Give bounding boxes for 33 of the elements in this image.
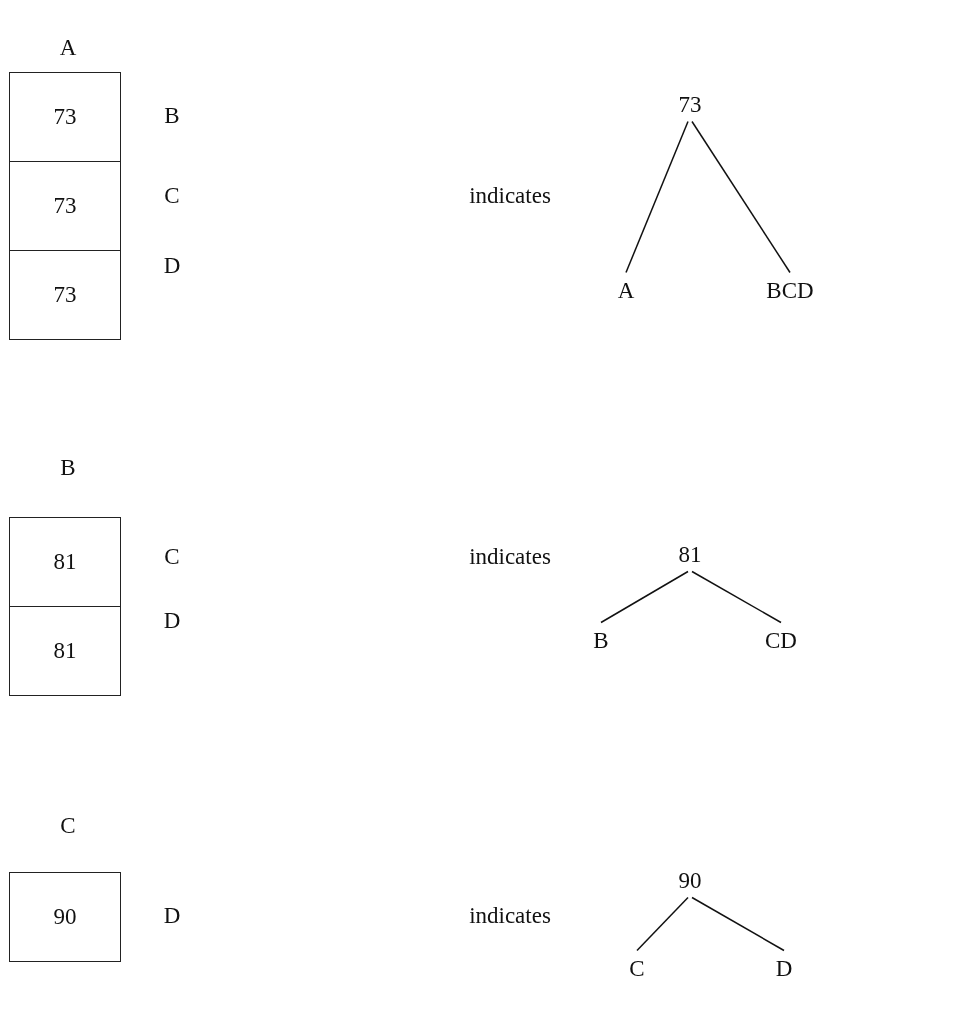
tree-node-text: BCD	[766, 278, 814, 302]
label-text: B	[60, 455, 76, 479]
label-text: D	[163, 608, 181, 632]
tree-branch-line	[691, 896, 785, 952]
tree-node-text: CD	[765, 628, 797, 652]
tree-node-text: C	[629, 956, 645, 980]
tree-node-text: 73	[678, 92, 702, 116]
value-cell: 73	[9, 161, 121, 251]
tree-branch-line	[691, 120, 791, 274]
label-text: D	[163, 903, 181, 927]
label-text: B	[164, 103, 180, 127]
label-text: indicates	[469, 183, 551, 207]
label-text: A	[59, 35, 77, 59]
label-text: C	[60, 813, 76, 837]
tree-node-text: 90	[678, 868, 702, 892]
label-text: indicates	[469, 903, 551, 927]
value-cell: 73	[9, 250, 121, 340]
value-cell: 90	[9, 872, 121, 962]
value-cell: 73	[9, 72, 121, 162]
label-text: indicates	[469, 544, 551, 568]
label-text: C	[164, 183, 180, 207]
tree-node-text: D	[775, 956, 793, 980]
label-text: D	[163, 253, 181, 277]
tree-node-text: A	[617, 278, 635, 302]
value-cell: 81	[9, 606, 121, 696]
tree-branch-line	[691, 570, 782, 624]
value-cell: 81	[9, 517, 121, 607]
tree-branch-line	[636, 896, 689, 952]
label-text: C	[164, 544, 180, 568]
tree-node-text: 81	[678, 542, 702, 566]
tree-branch-line	[625, 120, 689, 274]
tree-branch-line	[600, 570, 689, 624]
tree-node-text: B	[593, 628, 609, 652]
